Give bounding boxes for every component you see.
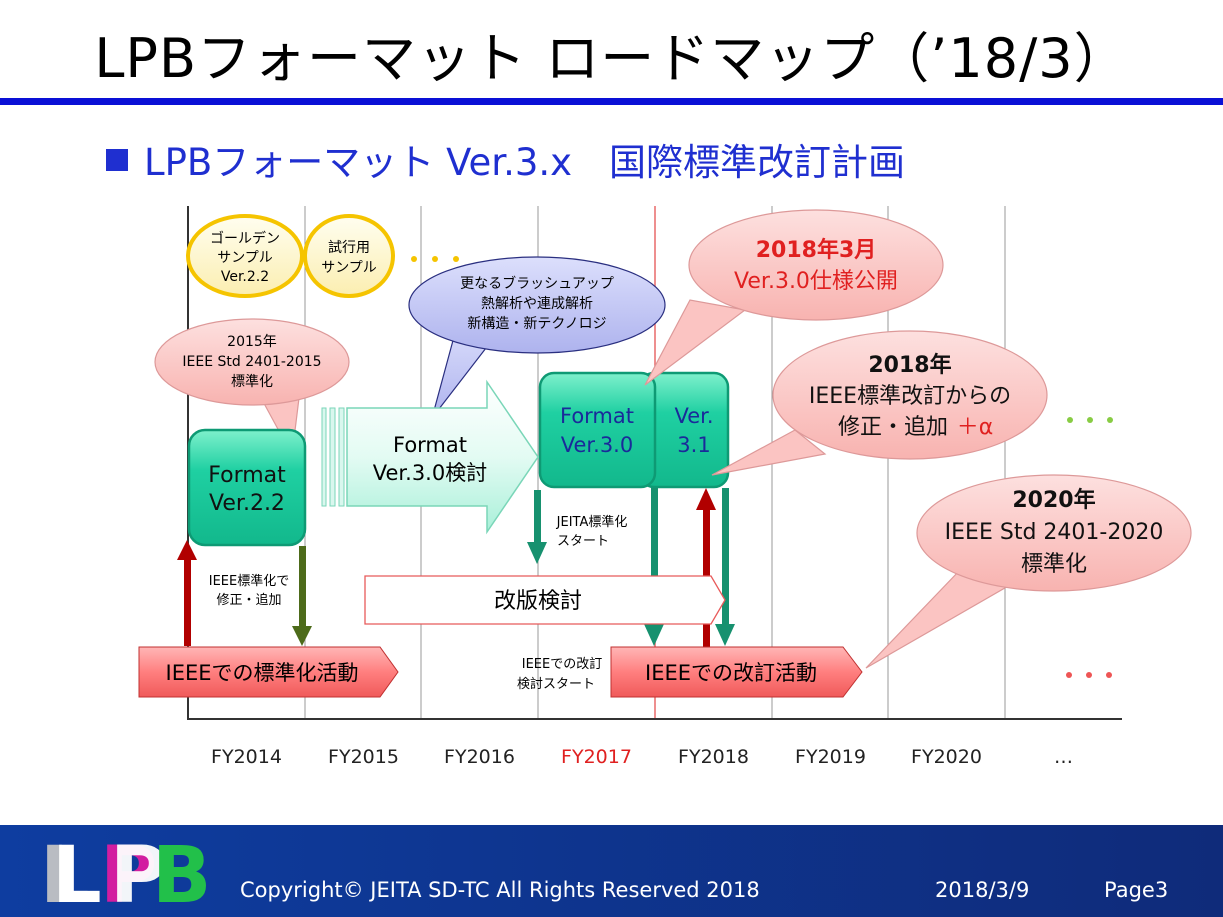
fy-label-2017: FY2017 (561, 746, 632, 768)
v30-line-1: Format (560, 404, 634, 428)
brushup-ellipse: 更なるブラッシュアップ 熱解析や連成解析 新構造・新テクノロジ (408, 256, 666, 419)
box-format-v31: Ver. 3.1 (638, 371, 730, 489)
fy-label-2020: FY2020 (911, 746, 982, 768)
svg-text:L: L (52, 836, 102, 908)
box-format-v30: Format Ver.3.0 (538, 371, 657, 489)
svg-text:B: B (152, 836, 211, 908)
callout-std-2020: 2020年 IEEE Std 2401-2020 標準化 (865, 474, 1192, 669)
callout-std-2015: 2015年 IEEE Std 2401-2015 標準化 (154, 318, 350, 457)
arrow-ieee-std-activity: IEEEでの標準化活動 (138, 646, 399, 698)
slide-title: LPBフォーマット ロードマップ（’18/3） (94, 27, 1129, 90)
std2015-line-2: IEEE Std 2401-2015 (182, 354, 321, 370)
arrow-revision-study: 改版検討 (364, 575, 726, 625)
svg-text:P: P (100, 836, 157, 908)
subtitle: LPBフォーマット Ver.3.x 国際標準改訂計画 (106, 132, 905, 186)
ieee-rev-activity-label: IEEEでの改訂活動 (645, 661, 817, 685)
std2020-line-1: 2020年 (1012, 487, 1095, 513)
rev2018-line-2: IEEE標準改訂からの (809, 384, 1011, 409)
box-format-v22: Format Ver.2.2 (187, 428, 307, 547)
std2015-line-3: 標準化 (231, 374, 273, 390)
fy-label-2018: FY2018 (678, 746, 749, 768)
jeita-start-line-2: スタート (557, 534, 609, 549)
golden-line-1: ゴールデン (210, 230, 280, 247)
arrow-teal-down-v31 (715, 488, 735, 646)
ieee-fix-line-1: IEEE標準化で (209, 573, 289, 589)
brushup-line-3: 新構造・新テクノロジ (467, 316, 606, 332)
ieee-fix-line-2: 修正・追加 (216, 592, 281, 608)
v31-line-2: 3.1 (677, 433, 710, 457)
std2020-line-2: IEEE Std 2401-2020 (945, 520, 1164, 545)
trial-sample-ellipse: 試行用 サンプル (303, 214, 395, 298)
brushup-line-2: 熱解析や連成解析 (481, 296, 593, 312)
study-line-1: Format (393, 433, 467, 457)
fy-label-2015: FY2015 (328, 746, 399, 768)
trial-line-2: サンプル (321, 260, 377, 276)
study-line-2: Ver.3.0検討 (373, 461, 487, 485)
jeita-start-line-1: JEITA標準化 (556, 514, 628, 530)
lpb-logo: L L P P B (40, 836, 211, 908)
ieee-rev-start-line-2: 検討スタート (517, 676, 595, 692)
v22-line-2: Ver.2.2 (209, 491, 285, 516)
svg-text:P: P (110, 836, 167, 908)
arrow-green-down-2015 (292, 546, 312, 646)
v22-line-1: Format (208, 463, 286, 488)
spec2018-line-2: Ver.3.0仕様公開 (734, 269, 898, 294)
arrow-red-up-2014 (177, 540, 197, 646)
footer-bar (0, 825, 1223, 917)
footer-copyright: Copyright© JEITA SD-TC All Rights Reserv… (240, 878, 760, 902)
rev2018-line-1: 2018年 (868, 352, 951, 378)
ieee-rev-start-line-1: IEEEでの改訂 (522, 656, 602, 672)
callout-spec-2018: 2018年3月 Ver.3.0仕様公開 (644, 209, 944, 386)
fy-label-2019: FY2019 (795, 746, 866, 768)
v30-line-2: Ver.3.0 (561, 433, 633, 457)
red-dots (1066, 672, 1112, 678)
arrow-ver30-study: Format Ver.3.0検討 (321, 379, 539, 535)
arrow-ieee-rev-activity: IEEEでの改訂活動 (610, 646, 863, 698)
subtitle-text: LPBフォーマット Ver.3.x 国際標準改訂計画 (144, 141, 906, 184)
golden-line-3: Ver.2.2 (221, 269, 269, 285)
title-rule (0, 98, 1223, 105)
fy-label-2014: FY2014 (211, 746, 282, 768)
callout-revision-2018: 2018年 IEEE標準改訂からの 修正・追加 ＋α (711, 330, 1048, 476)
spec2018-line-1: 2018年3月 (756, 237, 877, 263)
trial-line-1: 試行用 (328, 240, 370, 256)
golden-sample-ellipse: ゴールデン サンプル Ver.2.2 (186, 214, 304, 298)
ieee-std-activity-label: IEEEでの標準化活動 (166, 661, 359, 685)
footer-date: 2018/3/9 (935, 878, 1030, 902)
bullet-square-icon (106, 149, 128, 171)
yellow-dots (411, 256, 459, 262)
arrow-teal-down-jeita (527, 490, 547, 564)
footer-page: Page3 (1104, 878, 1169, 902)
svg-text:L: L (40, 836, 90, 908)
rev2018-line-3: 修正・追加 (838, 415, 948, 440)
fy-label-more: … (1054, 746, 1073, 768)
arrow-teal-down-v30 (644, 488, 664, 646)
rev2018-plus-alpha: ＋α (957, 415, 994, 440)
green-dots (1067, 417, 1113, 423)
std2015-line-1: 2015年 (227, 334, 277, 350)
std2020-line-3: 標準化 (1021, 552, 1087, 577)
fy-label-2016: FY2016 (444, 746, 515, 768)
brushup-line-1: 更なるブラッシュアップ (460, 275, 614, 292)
revision-study-label: 改版検討 (494, 589, 582, 614)
v31-line-1: Ver. (674, 404, 713, 428)
golden-line-2: サンプル (217, 250, 273, 266)
